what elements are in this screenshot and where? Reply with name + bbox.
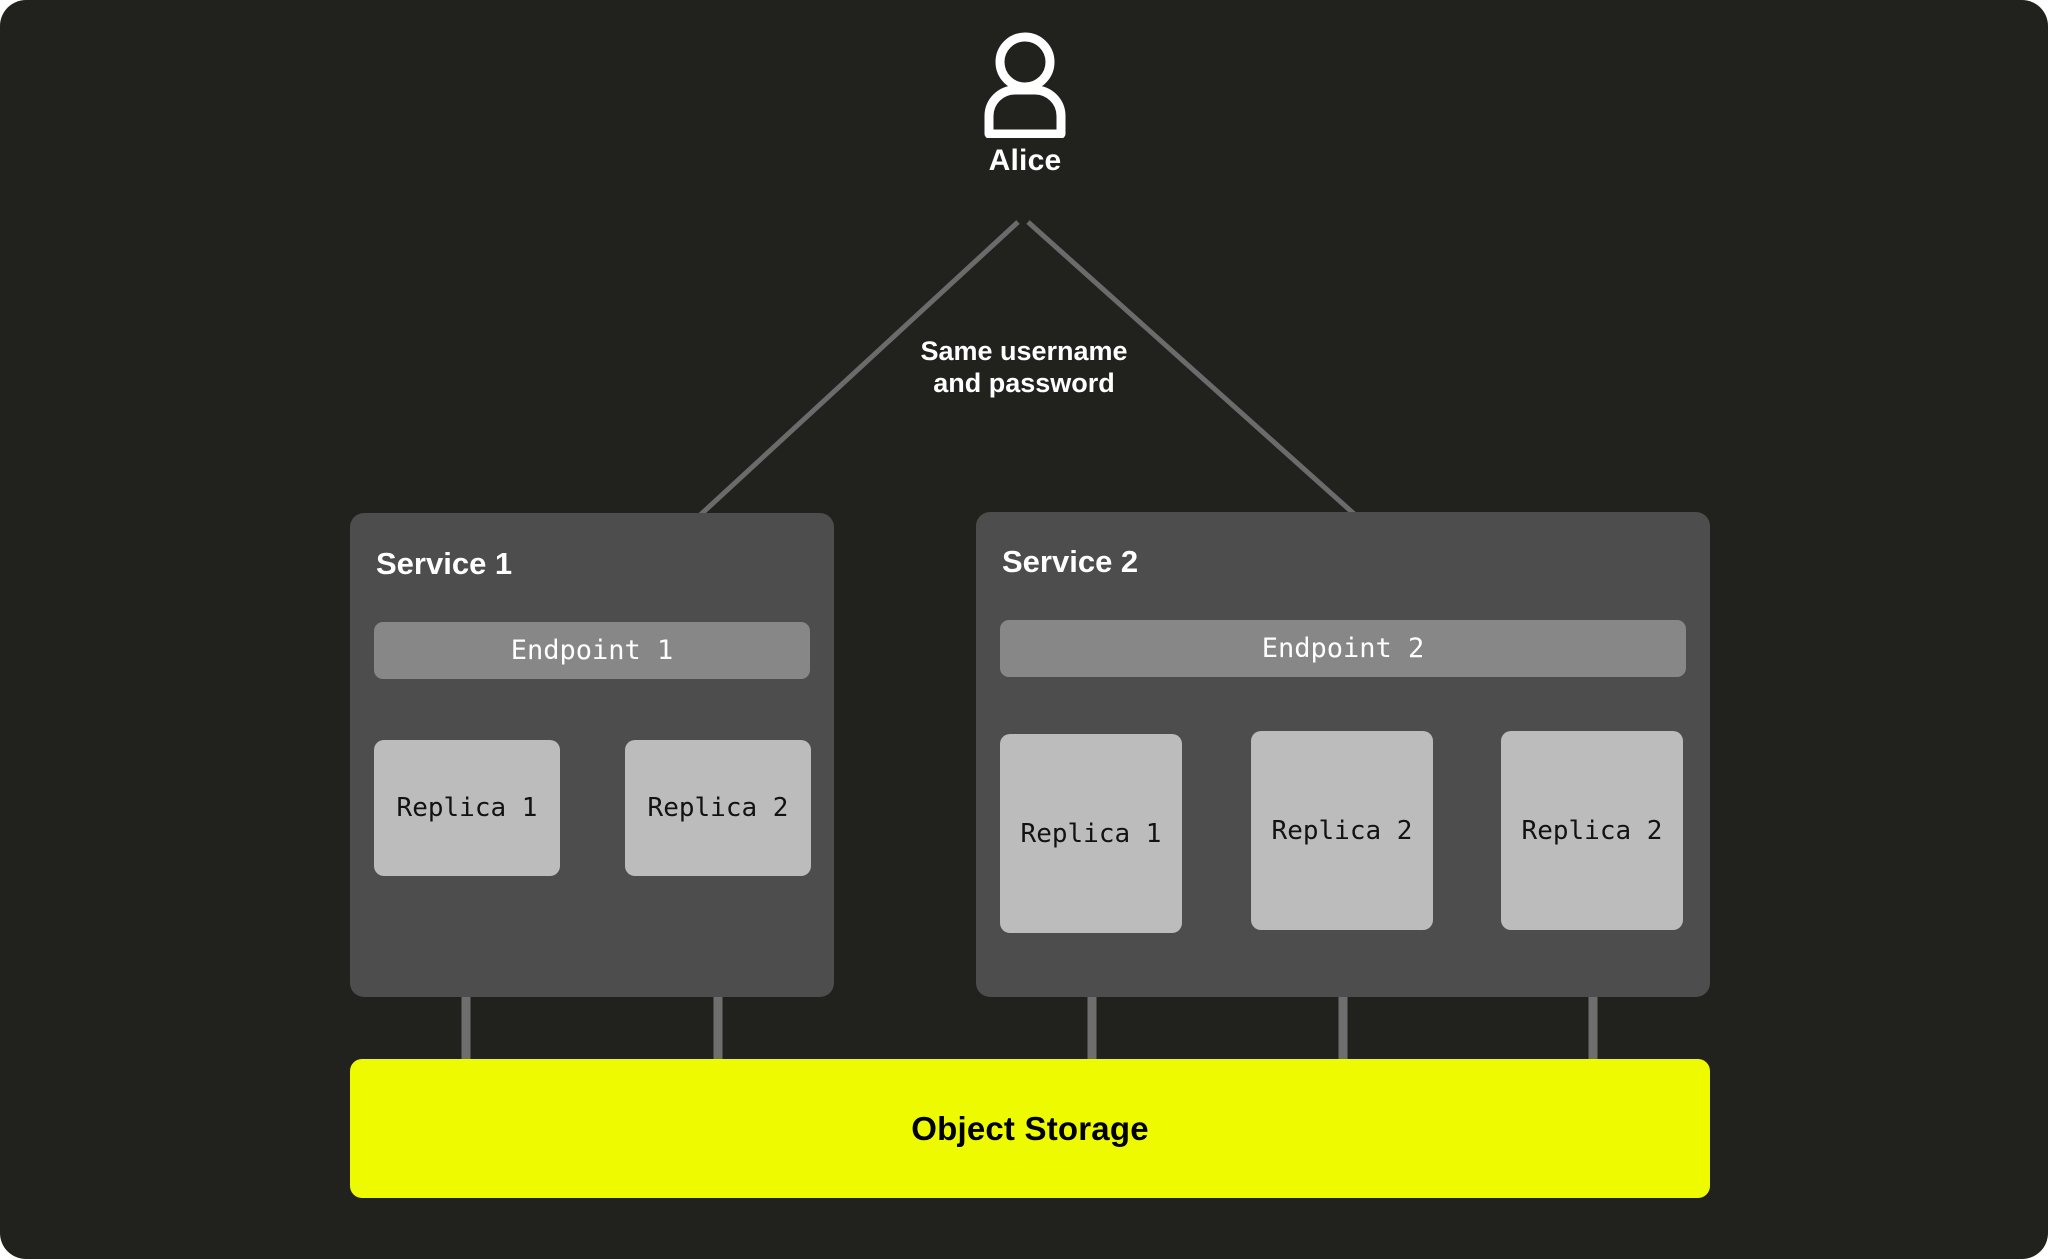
edge-label-line-2: and password: [933, 367, 1115, 398]
endpoint-1[interactable]: Endpoint 1: [374, 622, 810, 679]
user-icon: [977, 30, 1073, 139]
service-1-replica-1[interactable]: Replica 1: [374, 740, 560, 876]
service-panel-1[interactable]: Service 1 Endpoint 1 Replica 1 Replica 2: [350, 513, 834, 997]
service-panel-2[interactable]: Service 2 Endpoint 2 Replica 1 Replica 2…: [976, 512, 1710, 997]
edge-label: Same username and password: [824, 336, 1224, 400]
endpoint-2[interactable]: Endpoint 2: [1000, 620, 1686, 677]
actor-alice: Alice: [960, 30, 1090, 178]
object-storage-bar[interactable]: Object Storage: [350, 1059, 1710, 1198]
service-2-replica-2[interactable]: Replica 2: [1251, 731, 1433, 930]
service-2-title: Service 2: [1002, 544, 1139, 579]
edge-label-line-1: Same username: [920, 336, 1128, 366]
service-2-replica-1[interactable]: Replica 1: [1000, 734, 1182, 933]
actor-label: Alice: [988, 144, 1062, 177]
service-1-replica-2[interactable]: Replica 2: [625, 740, 811, 876]
service-2-replica-3[interactable]: Replica 2: [1501, 731, 1683, 930]
service-1-title: Service 1: [376, 546, 513, 581]
